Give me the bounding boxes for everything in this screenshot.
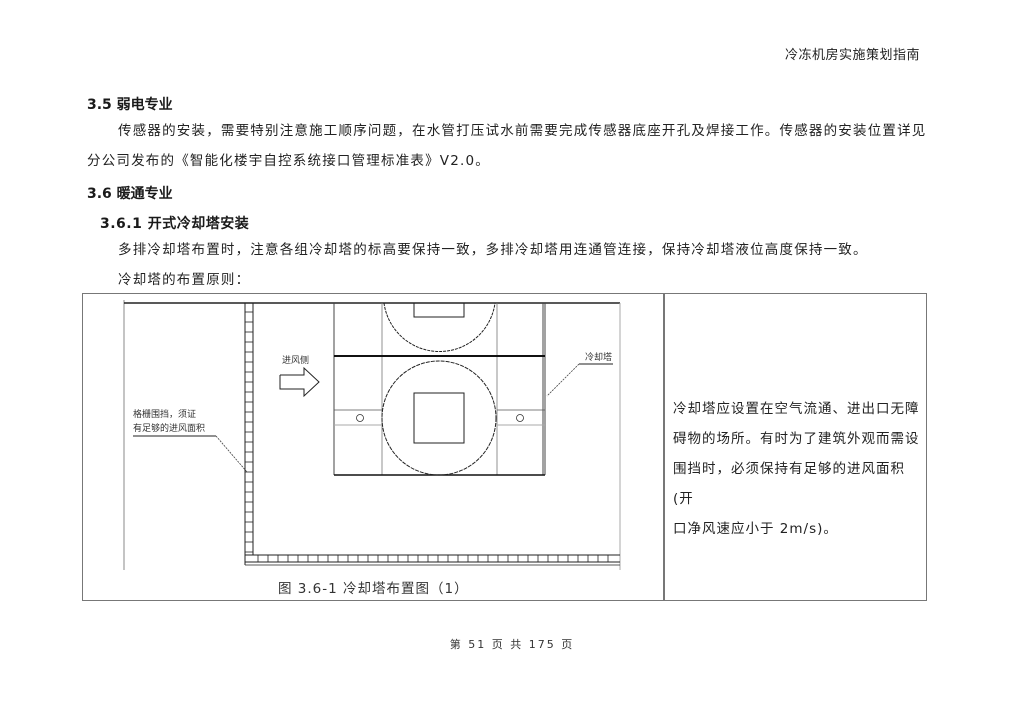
grille-fence-horizontal bbox=[245, 554, 620, 566]
cooling-tower-placement-description: 冷却塔应设置在空气流通、进出口无障 碍物的场所。有时为了建筑外观而需设 围挡时，… bbox=[673, 394, 923, 544]
section-heading-3-5: 3.5 弱电专业 bbox=[87, 97, 173, 113]
description-line: 碍物的场所。有时为了建筑外观而需设 bbox=[673, 431, 920, 447]
cooling-tower-label: 冷却塔 bbox=[585, 351, 612, 363]
grille-label-line2: 有足够的进风面积 bbox=[133, 422, 205, 434]
section-heading-3-6: 3.6 暖通专业 bbox=[87, 186, 173, 202]
document-header-title: 冷冻机房实施策划指南 bbox=[784, 48, 920, 63]
grille-label-line1: 格栅围挡，须证 bbox=[133, 408, 196, 420]
page-footer: 第 51 页 共 175 页 bbox=[449, 638, 575, 651]
description-line: 围挡时，必须保持有足够的进风面积(开 bbox=[673, 461, 905, 507]
description-line: 口净风速应小于 2m/s)。 bbox=[673, 521, 838, 537]
cooling-tower-block bbox=[333, 302, 546, 476]
paragraph-3-6-1-line1: 多排冷却塔布置时，注意各组冷却塔的标高要保持一致，多排冷却塔用连通管连接，保持冷… bbox=[118, 242, 868, 258]
figure-caption: 图 3.6-1 冷却塔布置图（1） bbox=[278, 581, 469, 597]
paragraph-3-5-line1: 传感器的安装，需要特别注意施工顺序问题，在水管打压试水前需要完成传感器底座开孔及… bbox=[118, 123, 927, 139]
subsection-heading-3-6-1: 3.6.1 开式冷却塔安装 bbox=[100, 216, 250, 232]
description-line: 冷却塔应设置在空气流通、进出口无障 bbox=[673, 401, 920, 417]
table-column-divider bbox=[663, 294, 665, 600]
inlet-arrow-icon bbox=[279, 366, 320, 398]
paragraph-3-5-line2: 分公司发布的《智能化楼宇自控系统接口管理标准表》V2.0。 bbox=[87, 153, 491, 169]
grille-fence-vertical bbox=[244, 303, 254, 565]
cooling-tower-layout-drawing: 进风侧 格栅围挡，须证 有足够的进风面积 冷却塔 bbox=[123, 300, 621, 570]
inlet-side-label: 进风侧 bbox=[282, 354, 309, 366]
paragraph-3-6-1-line2: 冷却塔的布置原则： bbox=[118, 272, 251, 288]
figure-table: 进风侧 格栅围挡，须证 有足够的进风面积 冷却塔 图 3.6-1 冷却塔布置图（… bbox=[82, 293, 927, 601]
